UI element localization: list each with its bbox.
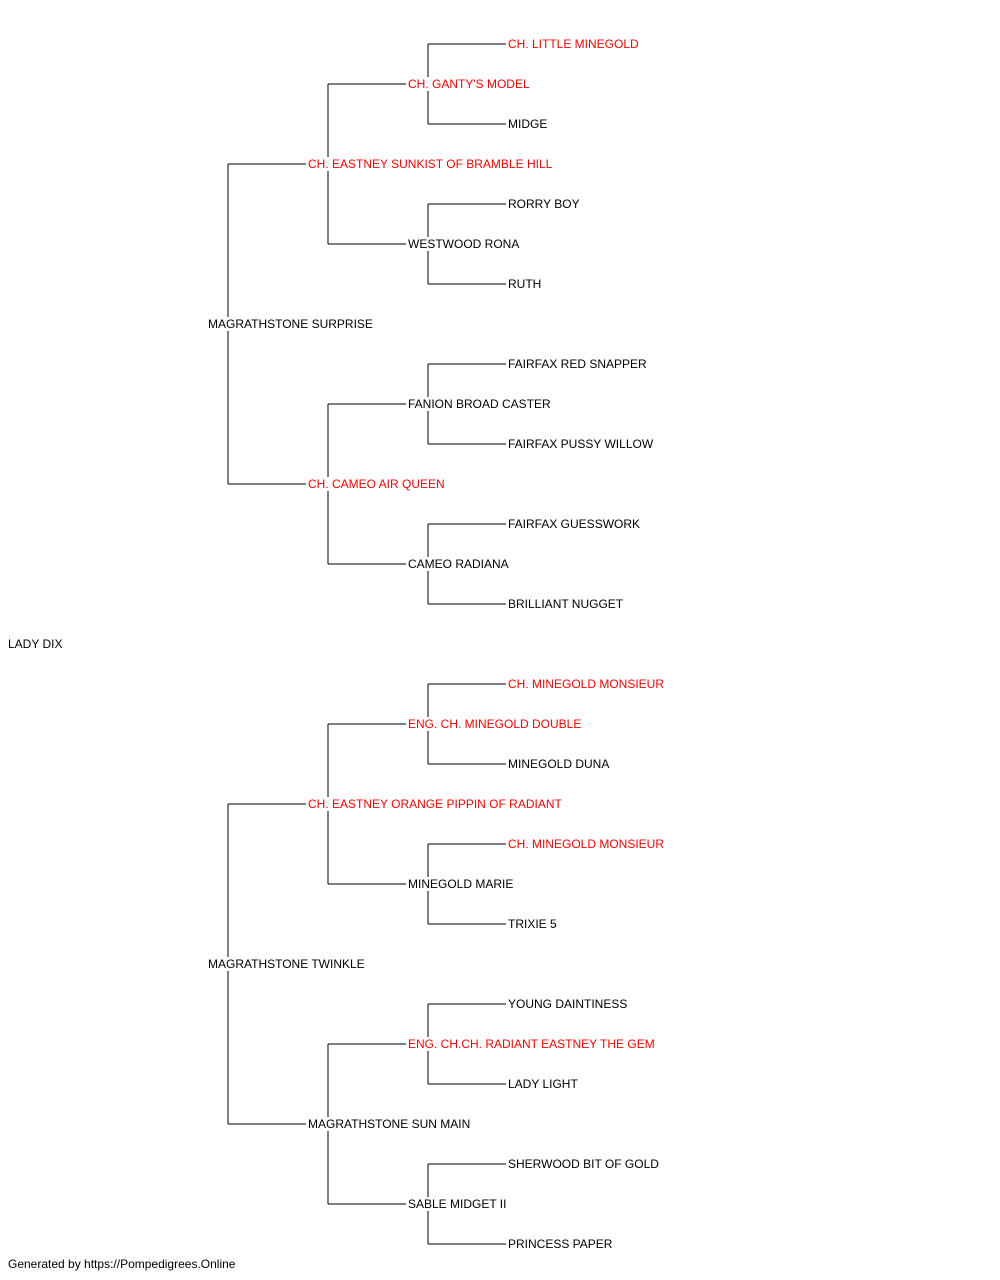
pedigree-node-ch-minegold-monsieur: CH. MINEGOLD MONSIEUR [508, 837, 665, 851]
pedigree-node-magrathstone-sun-main: MAGRATHSTONE SUN MAIN [308, 1117, 471, 1131]
pedigree-node-ch-ganty-s-model: CH. GANTY'S MODEL [408, 77, 530, 91]
pedigree-node-magrathstone-twinkle: MAGRATHSTONE TWINKLE [208, 957, 365, 971]
pedigree-node-ch-minegold-monsieur: CH. MINEGOLD MONSIEUR [508, 677, 665, 691]
pedigree-node-sable-midget-ii: SABLE MIDGET II [408, 1197, 507, 1211]
pedigree-node-eng-ch-ch-radiant-eastney-the-gem: ENG. CH.CH. RADIANT EASTNEY THE GEM [408, 1037, 655, 1051]
pedigree-node-princess-paper: PRINCESS PAPER [508, 1237, 613, 1251]
pedigree-node-ch-eastney-sunkist-of-bramble-hill: CH. EASTNEY SUNKIST OF BRAMBLE HILL [308, 157, 553, 171]
pedigree-node-fairfax-pussy-willow: FAIRFAX PUSSY WILLOW [508, 437, 654, 451]
pedigree-node-ch-eastney-orange-pippin-of-radiant: CH. EASTNEY ORANGE PIPPIN OF RADIANT [308, 797, 562, 811]
pedigree-node-ch-cameo-air-queen: CH. CAMEO AIR QUEEN [308, 477, 445, 491]
pedigree-node-westwood-rona: WESTWOOD RONA [408, 237, 520, 251]
pedigree-node-trixie-5: TRIXIE 5 [508, 917, 557, 931]
pedigree-subject-name: LADY DIX [8, 637, 63, 651]
pedigree-node-minegold-duna: MINEGOLD DUNA [508, 757, 610, 771]
pedigree-node-lady-light: LADY LIGHT [508, 1077, 578, 1091]
pedigree-node-rorry-boy: RORRY BOY [508, 197, 580, 211]
pedigree-node-cameo-radiana: CAMEO RADIANA [408, 557, 509, 571]
pedigree-node-midge: MIDGE [508, 117, 548, 131]
generated-by-footer: Generated by https://Pompedigrees.Online [8, 1257, 236, 1271]
pedigree-node-ruth: RUTH [508, 277, 542, 291]
pedigree-node-fairfax-guesswork: FAIRFAX GUESSWORK [508, 517, 641, 531]
pedigree-node-fanion-broad-caster: FANION BROAD CASTER [408, 397, 551, 411]
pedigree-node-fairfax-red-snapper: FAIRFAX RED SNAPPER [508, 357, 647, 371]
pedigree-node-magrathstone-surprise: MAGRATHSTONE SURPRISE [208, 317, 373, 331]
pedigree-node-minegold-marie: MINEGOLD MARIE [408, 877, 514, 891]
pedigree-node-young-daintiness: YOUNG DAINTINESS [508, 997, 628, 1011]
pedigree-node-ch-little-minegold: CH. LITTLE MINEGOLD [508, 37, 639, 51]
pedigree-node-sherwood-bit-of-gold: SHERWOOD BIT OF GOLD [508, 1157, 659, 1171]
pedigree-node-brilliant-nugget: BRILLIANT NUGGET [508, 597, 624, 611]
pedigree-node-eng-ch-minegold-double: ENG. CH. MINEGOLD DOUBLE [408, 717, 582, 731]
